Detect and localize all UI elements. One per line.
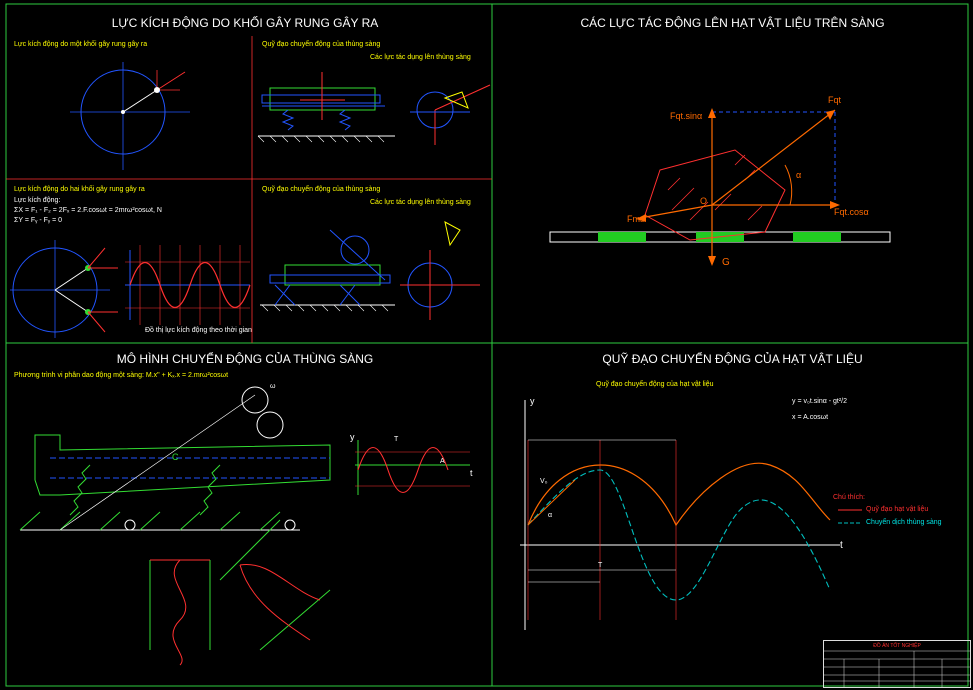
- p1-double-exciter-diagram: [10, 240, 118, 338]
- p4-v0-label: V₀: [540, 478, 548, 485]
- panel4-title: QUỸ ĐẠO CHUYỂN ĐỘNG CỦA HẠT VẬT LIỆU: [602, 352, 863, 366]
- p4-legend-item-1: Chuyển dịch thùng sàng: [866, 519, 942, 526]
- p1-screen-body-top: [257, 72, 491, 145]
- p1-sub-c-line1: Lực kích động:: [14, 197, 61, 204]
- p2-o-label: O: [700, 196, 708, 206]
- p4-t-label: T: [598, 562, 603, 569]
- p1-sub-b: Quỹ đạo chuyển động của thùng sàng: [262, 41, 381, 48]
- p3-y-axis: y: [350, 432, 355, 442]
- p3-a-label: A: [440, 458, 445, 465]
- p1-sub-c: Lực kích động do hai khối gây rung gây r…: [14, 186, 145, 193]
- p2-particle-forces-diagram: [549, 108, 891, 266]
- p1-sub-c-line3: ΣY = Fᵧ - Fᵧ = 0: [14, 217, 62, 224]
- p2-f-cos-label: Fqt.cosα: [834, 207, 869, 217]
- p3-screen-model: [19, 386, 470, 666]
- p1-sub-b2: Các lực tác dụng lên thùng sàng: [370, 54, 471, 61]
- p4-sub: Quỹ đạo chuyển động của hạt vật liệu: [596, 381, 714, 388]
- p2-f-qt-label: Fqt: [828, 95, 842, 105]
- p3-t-label: T: [394, 436, 399, 443]
- p1-sub-e: Đồ thị lực kích động theo thời gian: [145, 327, 252, 334]
- p1-sub-c-line2: ΣX = F₁ - F₂ = 2Fₓ = 2.F.cosωt = 2mrω²co…: [14, 207, 162, 214]
- p4-eq2: x = A.cosωt: [792, 414, 829, 421]
- p3-c-label: C: [172, 452, 179, 462]
- p3-sub: Phương trình vi phân dao động một sàng: …: [14, 372, 229, 379]
- p2-f-ms-label: Fms: [627, 214, 645, 224]
- p1-single-exciter-diagram: [70, 62, 190, 170]
- p4-eq1: y = v₀t.sinα - gt²/2: [792, 398, 847, 405]
- p1-sub-d2: Các lực tác dụng lên thùng sàng: [370, 199, 471, 206]
- p3-omega-label: ω: [270, 383, 276, 390]
- p1-sub-a: Lực kích động do một khối gây rung gây r…: [14, 41, 148, 48]
- p2-f-sin-label: Fqt.sinα: [670, 111, 703, 121]
- p4-alpha-label: α: [548, 512, 553, 519]
- p3-t-axis: t: [470, 468, 473, 478]
- p4-y-axis: y: [530, 396, 535, 406]
- panel3-title: MÔ HÌNH CHUYỂN ĐỘNG CỦA THÙNG SÀNG: [116, 352, 374, 366]
- title-block-heading: ĐỒ ÁN TỐT NGHIỆP: [873, 643, 921, 649]
- p2-alpha-label: α: [796, 170, 802, 180]
- p1-screen-body-bottom: [260, 221, 480, 320]
- panel1-title: LỰC KÍCH ĐỘNG DO KHỐI GÂY RUNG GÂY RA: [111, 16, 379, 30]
- p2-g-label: G: [722, 257, 730, 268]
- panel2-title: CÁC LỰC TÁC ĐỘNG LÊN HẠT VẬT LIỆU TRÊN S…: [580, 16, 885, 30]
- p4-trajectory-diagram: [520, 400, 862, 630]
- p1-sub-d: Quỹ đạo chuyển động của thùng sàng: [262, 186, 381, 193]
- p4-legend-title: Chú thích:: [833, 494, 865, 501]
- outer-frame: [5, 3, 969, 687]
- title-block: ĐỒ ÁN TỐT NGHIỆP: [823, 640, 971, 688]
- p4-legend-item-0: Quỹ đạo hạt vật liệu: [866, 506, 929, 513]
- p1-force-time-graph: [125, 245, 251, 325]
- p4-t-axis: t: [840, 540, 843, 551]
